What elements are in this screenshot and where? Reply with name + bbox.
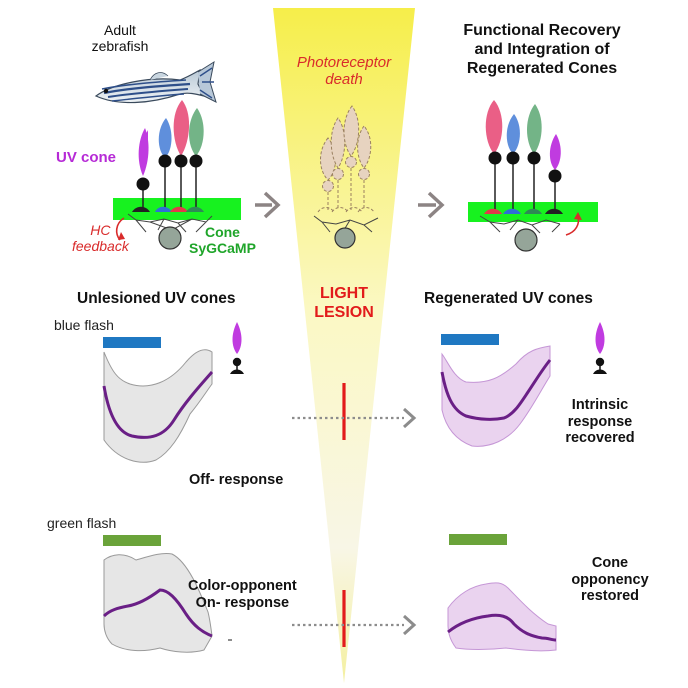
- green-flash-label: green flash: [47, 515, 117, 531]
- dotted-arrow-green: [292, 614, 417, 636]
- color-opponent-label: Color-opponent On- response: [188, 578, 297, 611]
- blue-flash-label: blue flash: [54, 317, 114, 333]
- functional-recovery-title: Functional Recovery and Integration of R…: [463, 22, 621, 78]
- bipolar-cell-lesion: [334, 227, 356, 249]
- stimulus-bar-blue-left: [103, 337, 161, 348]
- horizontal-cell-network: [127, 213, 213, 233]
- photoreceptor-death-label: Photoreceptor death: [296, 54, 392, 89]
- cone-diagram-regenerated: [468, 100, 598, 252]
- stimulus-bar-green-left: [103, 535, 161, 546]
- uv-cone-label: UV cone: [56, 149, 117, 166]
- bipolar-cell: [158, 226, 182, 250]
- regenerated-title: Regenerated UV cones: [424, 290, 593, 307]
- adult-zebrafish-label: Adult zebrafish: [91, 22, 149, 55]
- red-cone: [173, 100, 190, 156]
- uv-cone-icon-right: [593, 322, 607, 374]
- cone-diagram-healthy: [113, 100, 241, 250]
- cone-sygcamp-label: Cone SyGCaMP: [189, 224, 256, 257]
- light-beam-cone: [273, 8, 415, 683]
- unlesioned-title: Unlesioned UV cones: [77, 290, 236, 307]
- blue-cone: [158, 118, 172, 158]
- hc-feedback-label: HC feedback: [72, 222, 129, 255]
- uv-cone-icon-left: [230, 322, 244, 374]
- stimulus-bar-blue-right: [441, 334, 499, 345]
- off-response-label: Off- response: [189, 472, 284, 488]
- intrinsic-recovered-label: Intrinsic response recovered: [565, 397, 635, 447]
- green-cone: [189, 108, 204, 156]
- light-lesion-label: LIGHT LESION: [314, 285, 374, 322]
- dotted-arrow-blue: [292, 407, 417, 429]
- dying-photoreceptors: [317, 105, 375, 213]
- trace-unlesioned-blue: [102, 349, 214, 463]
- trace-regenerated-blue: [440, 345, 552, 447]
- trace-regenerated-green: [447, 582, 557, 652]
- arrow-healthy-to-lesion: [255, 191, 281, 219]
- arrow-lesion-to-regenerated: [418, 191, 445, 219]
- trace-unlesioned-green: [102, 553, 213, 653]
- opponency-restored-label: Cone opponency restored: [571, 555, 649, 605]
- stimulus-bar-green-right: [449, 534, 507, 545]
- zebrafish-icon: [94, 60, 217, 104]
